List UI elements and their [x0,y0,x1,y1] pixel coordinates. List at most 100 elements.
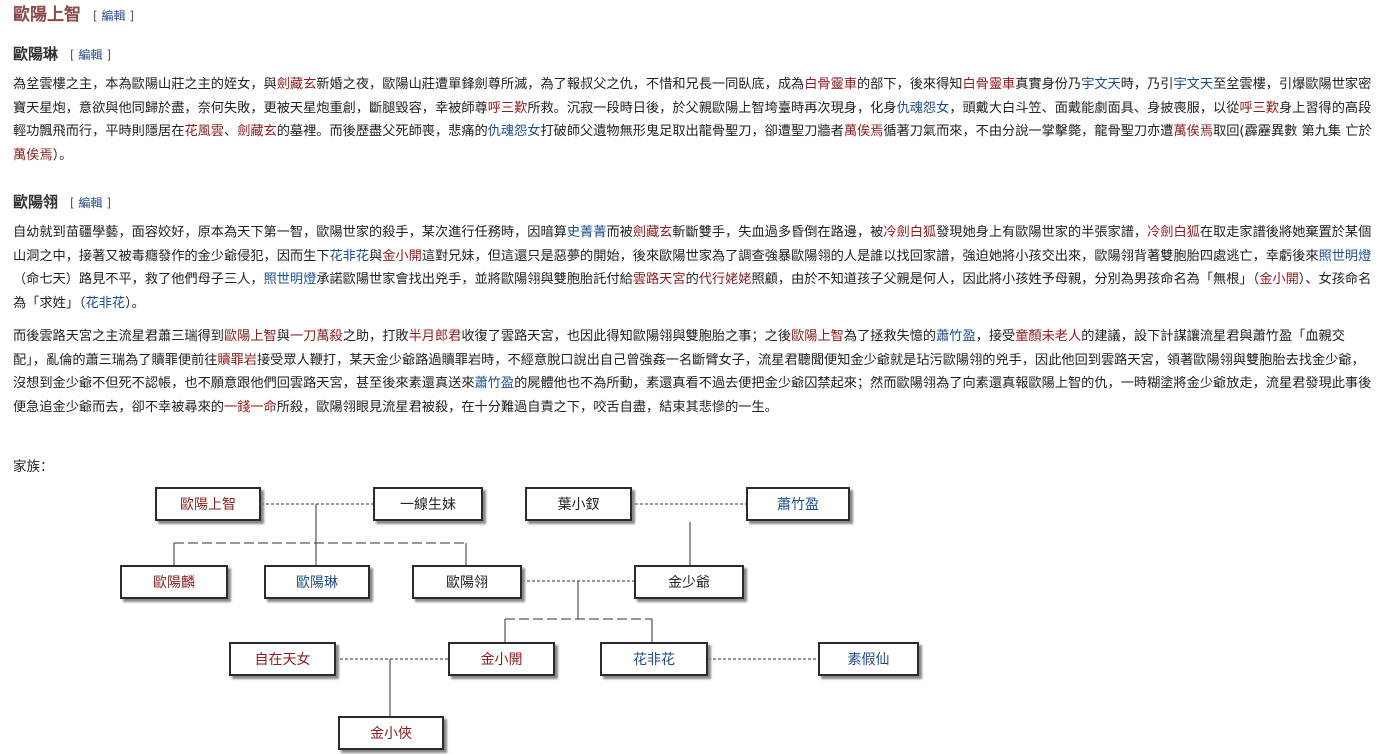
paragraph-text: 自幼就到苗疆學藝，面容姣好，原本為天下第一智，歐陽世家的殺手，某次進行任務時，因… [13,225,567,240]
paragraph-text: 至坌雲樓，引爆歐陽世家密寶天星炮，意欲與他同歸於盡，奈何失敗，更被天星炮重創，斷… [13,77,1372,116]
wiki-link[interactable]: 萬俟焉 [1173,124,1214,139]
wiki-link[interactable]: 白骨靈車 [804,77,857,92]
paragraph-text: 打破師父遺物無形鬼足取出龍骨聖刀，卻遭聖刀牆者 [540,124,844,139]
wiki-link[interactable]: 蕭竹盈 [936,329,976,344]
paragraph-text: 真實身份乃 [1015,77,1082,92]
wiki-link[interactable]: 歐陽上智 [224,329,277,344]
family-label: 家族： [13,459,54,475]
paragraph-text: 的 [685,272,699,287]
paragraph-text: 身上習得的高段輕功飄飛而行，平時則隱居在 [13,100,1372,140]
wiki-link[interactable]: 萬俟焉 [843,124,884,139]
tree-node-label: 金少爺 [668,575,710,591]
wiki-link[interactable]: 花非花 [85,295,126,311]
wiki-link[interactable]: 仇魂怨女 [896,100,950,116]
paragraph-ling-1: 自幼就到苗疆學藝，面容姣好，原本為天下第一智，歐陽世家的殺手，某次進行任務時，因… [13,221,1373,315]
wiki-link[interactable]: 宇文天 [1081,77,1121,92]
paragraph-text: 取回(霹靂異數 第九集 亡於 [1213,124,1372,139]
wiki-link[interactable]: 金小開 [382,248,422,264]
wiki-link[interactable]: 贖罪岩 [217,352,257,368]
wiki-link[interactable]: 歐陽上智 [791,329,844,344]
paragraph-text: 接受眾人鞭打，某天金少爺路過贖罪岩時，不經意脫口說出自己曾強姦一名斷臂女子，流星… [13,352,1365,392]
tree-node-label[interactable]: 歐陽琳 [296,575,338,591]
subsection-title-text: 歐陽翎 [13,193,59,211]
edit-link[interactable]: [ 編輯 ] [70,196,112,210]
wiki-link[interactable]: 呼三歎 [1239,100,1279,116]
paragraph-text: 為坌雲樓之主，本為歐陽山莊之主的姪女，與 [13,77,277,92]
wiki-link[interactable]: 史菁菁 [566,225,607,240]
wiki-link[interactable]: 照世明燈 [1318,248,1372,264]
edit-link-text[interactable]: 編輯 [78,196,103,210]
wiki-link[interactable]: 照世明燈 [263,272,317,287]
wiki-link[interactable]: 代行姥姥 [698,272,752,287]
subsection-title-lin: 歐陽琳 [ 編輯 ] [13,43,111,64]
tree-node-jin-shaoye: 金少爺 [634,565,744,599]
tree-node-label[interactable]: 金小開 [480,652,523,668]
tree-node-label[interactable]: 歐陽上智 [180,497,236,513]
wiki-link[interactable]: 白骨靈車 [962,77,1016,92]
wiki-link[interactable]: 童顏未老人 [1015,329,1082,344]
tree-node-zizai-tiannv[interactable]: 自在天女 [229,642,336,676]
edit-link[interactable]: [ 編輯 ] [70,48,112,62]
paragraph-text: （命七天）路見不平，救了他們母子三人， [13,272,264,287]
tree-node-label[interactable]: 自在天女 [254,652,311,668]
tree-node-hua-feihua[interactable]: 花非花 [600,642,708,676]
wiki-link[interactable]: 仇魂怨女 [487,124,541,139]
tree-node-xiao-zhuying[interactable]: 蕭竹盈 [746,487,850,521]
paragraph-text: 的建議，設下計謀讓流星君與蕭竹盈「血親交配」，亂倫的蕭三瑞為了贖罪便前往 [13,329,1345,368]
wiki-link[interactable]: 雲路天宮 [632,272,686,287]
subsection-title-ling: 歐陽翎 [ 編輯 ] [13,191,111,212]
tree-node-ouyang-lin-qi[interactable]: 歐陽麟 [120,565,228,599]
wiki-link[interactable]: 金小開 [1259,272,1299,287]
tree-node-label[interactable]: 金小俠 [370,726,412,742]
edit-link[interactable]: [ 編輯 ] [93,9,135,23]
subsection-title-text: 歐陽琳 [13,45,59,63]
edit-link-text[interactable]: 編輯 [101,9,126,23]
tree-node-jin-xiaoxia[interactable]: 金小俠 [338,716,444,750]
wiki-link[interactable]: 花非花 [329,248,370,264]
tree-node-su-jiaxian[interactable]: 素假仙 [818,642,919,676]
tree-node-label[interactable]: 花非花 [633,652,675,668]
wiki-link[interactable]: 萬俟焉 [13,147,53,163]
wiki-link[interactable]: 蕭竹盈 [474,376,515,391]
paragraph-text: 收復了雲路天宮，也因此得知歐陽翎與雙胞胎之事；之後 [461,329,792,344]
wiki-link[interactable]: 劍藏玄 [632,225,673,240]
paragraph-text: ）。 [52,147,73,163]
paragraph-text: ，頭戴大白斗笠、面戴能劇面具、身披喪服，以從 [949,100,1240,116]
paragraph-lin: 為坌雲樓之主，本為歐陽山莊之主的姪女，與劍藏玄新婚之夜，歐陽山莊遭單鋒劍尊所滅，… [13,73,1373,167]
wiki-link[interactable]: 花風雲 [184,124,224,139]
tree-node-label[interactable]: 歐陽麟 [153,575,195,591]
tree-node-yixian-shengmei: 一線生妹 [373,487,483,521]
edit-link-text[interactable]: 編輯 [78,48,103,62]
paragraph-text: 之助，打敗 [342,329,409,344]
paragraph-text: 、 [224,124,238,139]
paragraph-text: 所殺，歐陽翎眼見流星君被殺，在十分難過自責之下，咬舌自盡，結束其悲慘的一生。 [276,399,778,415]
wiki-link[interactable]: 宇文天 [1173,77,1214,92]
wiki-link[interactable]: 冷劍白狐 [1147,225,1200,240]
tree-node-label[interactable]: 蕭竹盈 [777,497,819,513]
paragraph-text: 在取走家譜後將她棄置於某個山洞之中，接著又被毒癮發作的金少爺侵犯，因而生下 [13,225,1372,264]
wiki-link[interactable]: 一刀萬殺 [289,329,343,344]
paragraph-text: 為了拯救失憶的 [843,329,937,344]
tree-node-jin-xiaokai[interactable]: 金小開 [448,642,555,676]
tree-node-ouyang-ling: 歐陽翎 [412,565,522,599]
wiki-link[interactable]: 呼三歎 [487,100,528,116]
tree-node-label[interactable]: 素假仙 [847,652,890,668]
section-title-text: 歐陽上智 [13,5,81,25]
tree-node-label: 一線生妹 [400,497,456,513]
paragraph-text: 新婚之夜，歐陽山莊遭單鋒劍尊所滅，為了報叔父之仇，不惜和兄長一同臥底，成為 [316,77,805,92]
paragraph-text: 發現她身上有歐陽世家的半張家譜， [936,225,1148,240]
wiki-link[interactable]: 劍藏玄 [237,124,277,139]
tree-node-label: 歐陽翎 [446,575,488,591]
wiki-link[interactable]: 一錢一命 [224,399,277,415]
paragraph-text: 循著刀氣而來，不由分說一掌擊斃，龍骨聖刀亦遭 [883,124,1174,139]
tree-node-ouyang-shangzhi[interactable]: 歐陽上智 [155,487,261,521]
wiki-link[interactable]: 半月郎君 [408,329,462,344]
paragraph-text: ）、女孩命名為「求姓」（ [13,272,1372,311]
paragraph-text: 斬斷雙手，失血過多昏倒在路邊，被 [672,225,884,240]
tree-node-ouyang-lin[interactable]: 歐陽琳 [264,565,370,599]
wiki-link[interactable]: 冷劍白狐 [883,225,937,240]
wiki-link[interactable]: 劍藏玄 [276,77,317,92]
paragraph-text: 的墓裡。而後歷盡父死師喪，悲痛的 [276,124,488,139]
